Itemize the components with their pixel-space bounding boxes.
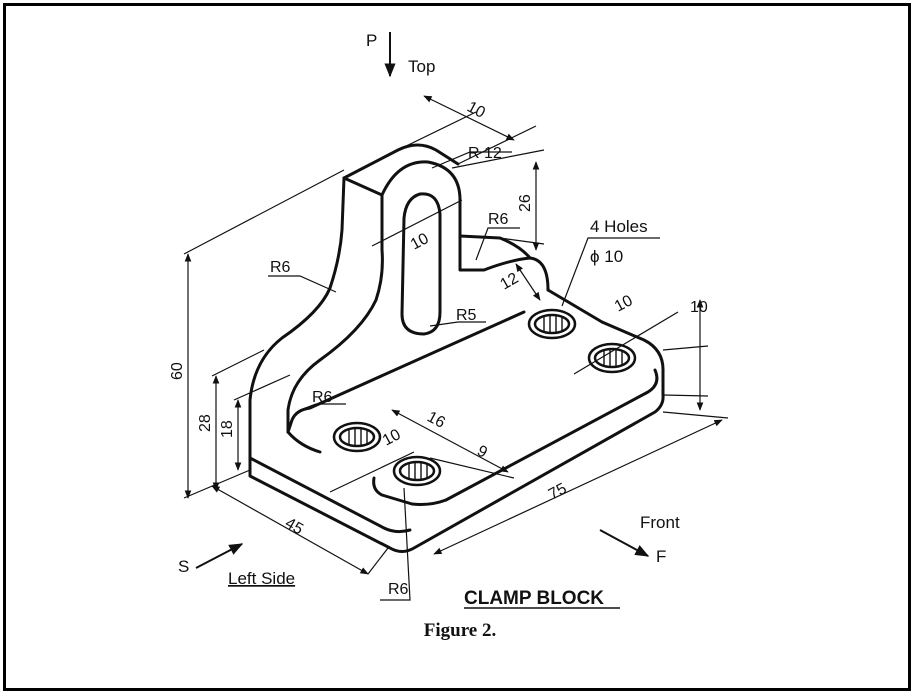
dim-16: 16 [424, 409, 448, 432]
mounting-holes [332, 308, 637, 487]
view-arrow-s-label: S [178, 557, 189, 576]
hole-front-right [392, 455, 442, 487]
dim-45: 45 [282, 515, 306, 539]
dim-r6-bottom: R6 [388, 581, 409, 598]
dim-9: 9 [474, 443, 490, 462]
dim-10-hole: 10 [612, 292, 636, 315]
hole-back-left [527, 308, 577, 340]
dim-r6-shoulder: R6 [488, 211, 509, 228]
dim-10-right: 10 [690, 299, 708, 316]
dim-75: 75 [546, 480, 570, 503]
dim-10-slot: 10 [408, 230, 432, 253]
dim-r6-left: R6 [270, 259, 291, 276]
figure-frame [3, 3, 911, 691]
view-front-label: Front [640, 513, 680, 532]
holes-diameter-label: ϕ 10 [590, 247, 623, 266]
dim-26: 26 [517, 194, 534, 212]
hole-back-right [587, 342, 637, 374]
hole-hatching [348, 315, 623, 480]
dim-10-top: 10 [464, 99, 488, 122]
dim-12: 12 [498, 270, 522, 294]
figure-caption: Figure 2. [423, 620, 497, 641]
dimension-lines [183, 32, 729, 601]
view-left-side-label: Left Side [228, 569, 295, 588]
dim-10-inner: 10 [380, 426, 404, 449]
dim-60: 60 [169, 362, 186, 380]
dim-r6-inner: R6 [312, 389, 333, 406]
hole-front-left [332, 421, 382, 453]
dim-18: 18 [219, 420, 236, 438]
view-top-label: Top [408, 57, 435, 76]
dim-r5: R5 [456, 307, 477, 324]
holes-count-label: 4 Holes [590, 217, 648, 236]
dim-28: 28 [197, 414, 214, 432]
view-arrow-p-label: P [366, 31, 377, 50]
drawing-title: CLAMP BLOCK [464, 588, 604, 609]
object-outline [248, 143, 665, 553]
view-arrow-f-label: F [656, 547, 666, 566]
dim-r12: R 12 [468, 145, 502, 162]
